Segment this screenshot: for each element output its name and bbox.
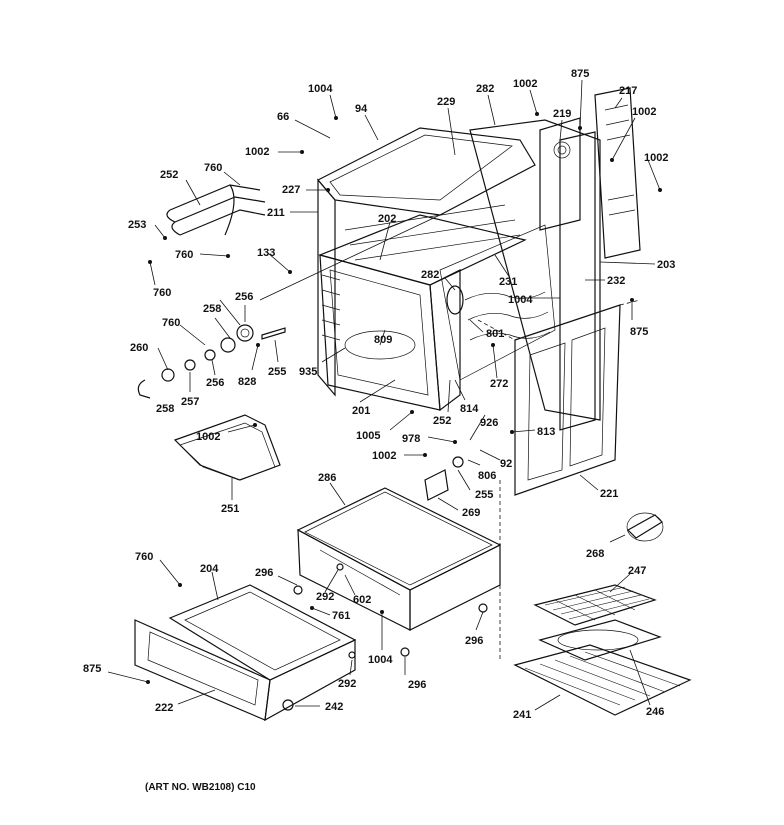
part-label-66: 66 — [277, 111, 289, 123]
part-label-282: 282 — [421, 269, 439, 281]
part-label-133: 133 — [257, 247, 275, 259]
part-label-978: 978 — [402, 433, 420, 445]
part-label-227: 227 — [282, 184, 300, 196]
part-label-806: 806 — [478, 470, 496, 482]
part-label-255: 255 — [475, 489, 493, 501]
part-label-296: 296 — [408, 679, 426, 691]
part-label-875: 875 — [571, 68, 589, 80]
part-label-258: 258 — [156, 403, 174, 415]
part-label-760: 760 — [135, 551, 153, 563]
part-label-1004: 1004 — [508, 294, 533, 306]
part-label-247: 247 — [628, 565, 646, 577]
part-label-296: 296 — [465, 635, 483, 647]
bake-element-drawing — [173, 414, 281, 481]
part-label-231: 231 — [499, 276, 517, 288]
small-parts-drawing — [137, 214, 664, 711]
leader-lines — [107, 79, 662, 711]
oven-cabinet-drawing — [317, 87, 641, 431]
part-label-1004: 1004 — [368, 654, 393, 666]
part-label-292: 292 — [338, 678, 356, 690]
part-label-282: 282 — [476, 83, 494, 95]
part-label-258: 258 — [203, 303, 221, 315]
part-label-760: 760 — [175, 249, 193, 261]
part-label-253: 253 — [128, 219, 146, 231]
part-label-221: 221 — [600, 488, 618, 500]
part-label-292: 292 — [316, 591, 334, 603]
part-label-760: 760 — [153, 287, 171, 299]
part-label-875: 875 — [83, 663, 101, 675]
part-label-828: 828 — [238, 376, 256, 388]
part-label-92: 92 — [500, 458, 512, 470]
oven-door-drawing — [477, 299, 641, 496]
part-label-1002: 1002 — [644, 152, 668, 164]
broiler-pan-drawing — [513, 584, 692, 716]
part-label-602: 602 — [353, 594, 371, 606]
part-label-217: 217 — [619, 85, 637, 97]
part-label-272: 272 — [490, 378, 508, 390]
part-label-201: 201 — [352, 405, 370, 417]
part-label-268: 268 — [586, 548, 604, 560]
part-label-204: 204 — [200, 563, 219, 575]
storage-drawer-drawing — [134, 584, 357, 722]
part-labels: 1004 94 229 282 1002 875 219 217 1002 66… — [83, 68, 675, 721]
broil-element-drawing — [166, 184, 266, 236]
part-label-251: 251 — [221, 503, 239, 515]
part-label-813: 813 — [537, 426, 555, 438]
part-label-256: 256 — [235, 291, 253, 303]
part-label-203: 203 — [657, 259, 675, 271]
part-label-94: 94 — [355, 103, 368, 115]
part-label-809: 809 — [374, 334, 392, 346]
drawer-body-drawing — [296, 480, 502, 660]
part-label-801: 801 — [486, 328, 504, 340]
part-label-257: 257 — [181, 396, 199, 408]
art-number-caption: (ART NO. WB2108) C10 — [145, 782, 256, 793]
part-label-252: 252 — [160, 169, 178, 181]
part-label-241: 241 — [513, 709, 531, 721]
part-label-1002: 1002 — [372, 450, 396, 462]
part-label-1005: 1005 — [356, 430, 380, 442]
part-label-1002: 1002 — [196, 431, 220, 443]
part-label-935: 935 — [299, 366, 317, 378]
part-label-255: 255 — [268, 366, 286, 378]
part-label-926: 926 — [480, 417, 498, 429]
part-label-219: 219 — [553, 108, 571, 120]
part-label-1002: 1002 — [632, 106, 656, 118]
part-label-1002: 1002 — [513, 78, 537, 90]
part-label-761: 761 — [332, 610, 350, 622]
part-label-211: 211 — [267, 207, 285, 219]
part-label-232: 232 — [607, 275, 625, 287]
part-label-252: 252 — [433, 415, 451, 427]
part-label-296: 296 — [255, 567, 273, 579]
part-label-229: 229 — [437, 96, 455, 108]
part-label-875: 875 — [630, 326, 648, 338]
part-label-286: 286 — [318, 472, 336, 484]
part-label-222: 222 — [155, 702, 173, 714]
part-label-760: 760 — [204, 162, 222, 174]
part-label-260: 260 — [130, 342, 148, 354]
part-label-269: 269 — [462, 507, 480, 519]
part-label-256: 256 — [206, 377, 224, 389]
part-label-242: 242 — [325, 701, 343, 713]
part-label-814: 814 — [460, 403, 479, 415]
part-label-1004: 1004 — [308, 83, 333, 95]
part-label-760: 760 — [162, 317, 180, 329]
part-label-202: 202 — [378, 213, 396, 225]
part-label-1002: 1002 — [245, 146, 269, 158]
part-label-246: 246 — [646, 706, 664, 718]
